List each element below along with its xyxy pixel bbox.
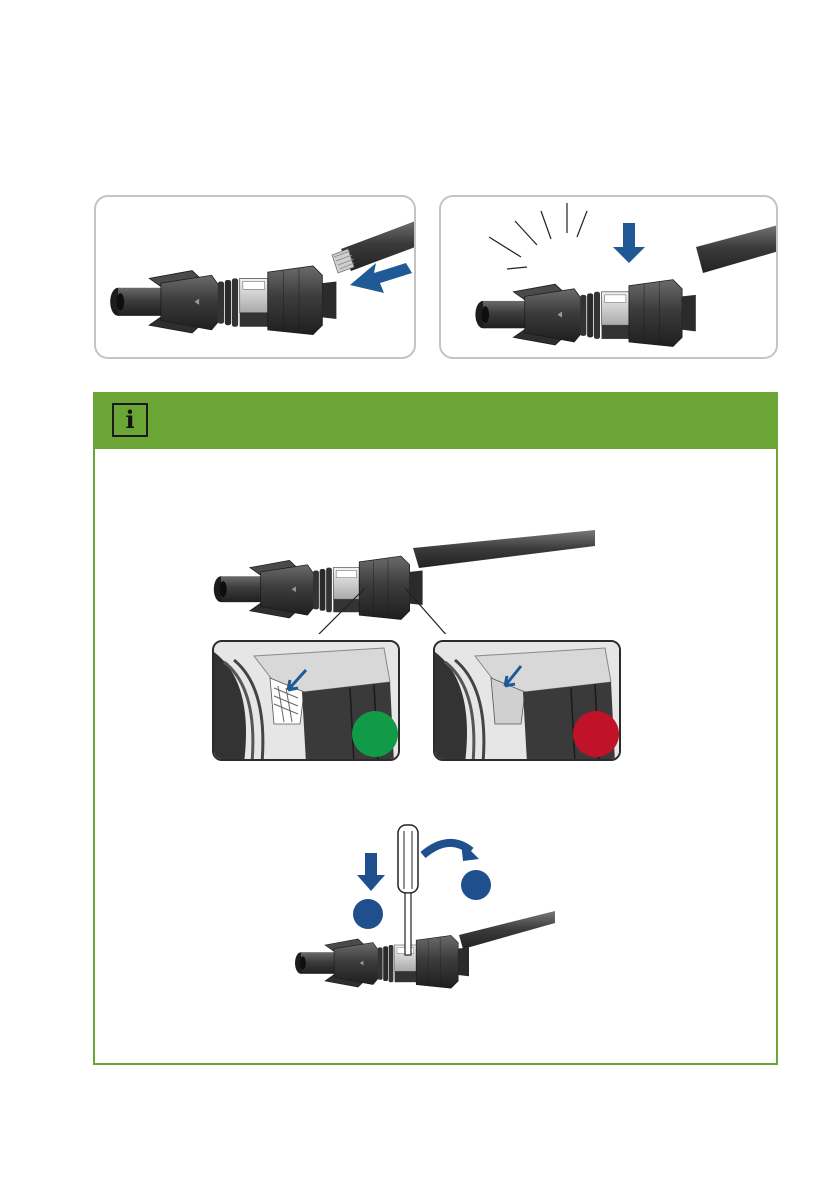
- detail-correct-view: [212, 640, 400, 761]
- push-down-arrow-icon: [357, 853, 385, 891]
- info-header-bar: i: [95, 394, 776, 449]
- screwdriver-icon: [398, 825, 418, 955]
- click-burst-icon: [489, 203, 587, 269]
- assembled-connector-figure: [213, 524, 603, 634]
- step-marker-2: [461, 870, 491, 900]
- step-marker-1: [353, 899, 383, 929]
- status-incorrect-indicator: [573, 711, 619, 757]
- detail-incorrect-view: [433, 640, 621, 761]
- release-connector-figure: [281, 819, 571, 1019]
- press-down-arrow-icon: [613, 223, 645, 263]
- info-icon: i: [112, 403, 148, 437]
- status-correct-indicator: [352, 711, 398, 757]
- step-insert-cable-panel: [94, 195, 416, 359]
- step-press-clip-panel: [439, 195, 778, 359]
- connector-insert-illustration: [96, 197, 416, 359]
- information-box: i: [93, 392, 778, 1065]
- connector-press-illustration: [441, 197, 778, 359]
